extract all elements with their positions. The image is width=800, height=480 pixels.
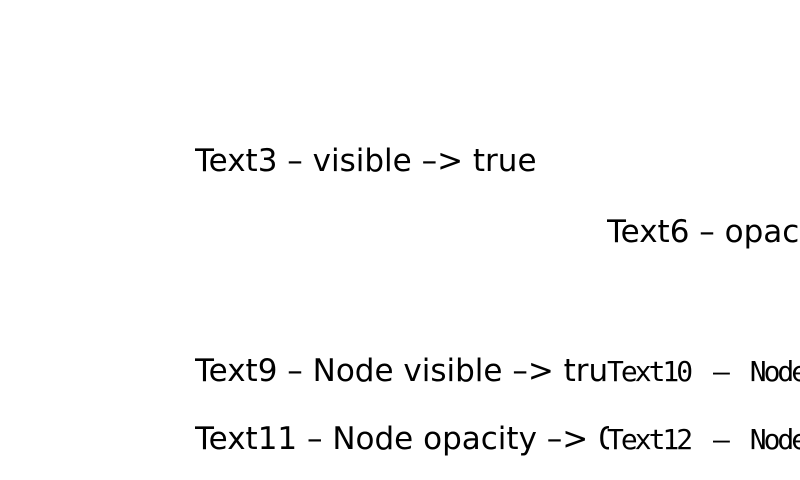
text10-label: Text10 – Node [607, 355, 800, 388]
text11-label: Text11 – Node opacity –> 0 [195, 421, 609, 457]
text12-label: Text12 – Node [607, 423, 800, 456]
text9-label: Text9 – Node visible –> true [195, 353, 609, 389]
text6-label: Text6 – opacity [607, 214, 800, 250]
text3-label: Text3 – visible –> true [195, 143, 537, 179]
